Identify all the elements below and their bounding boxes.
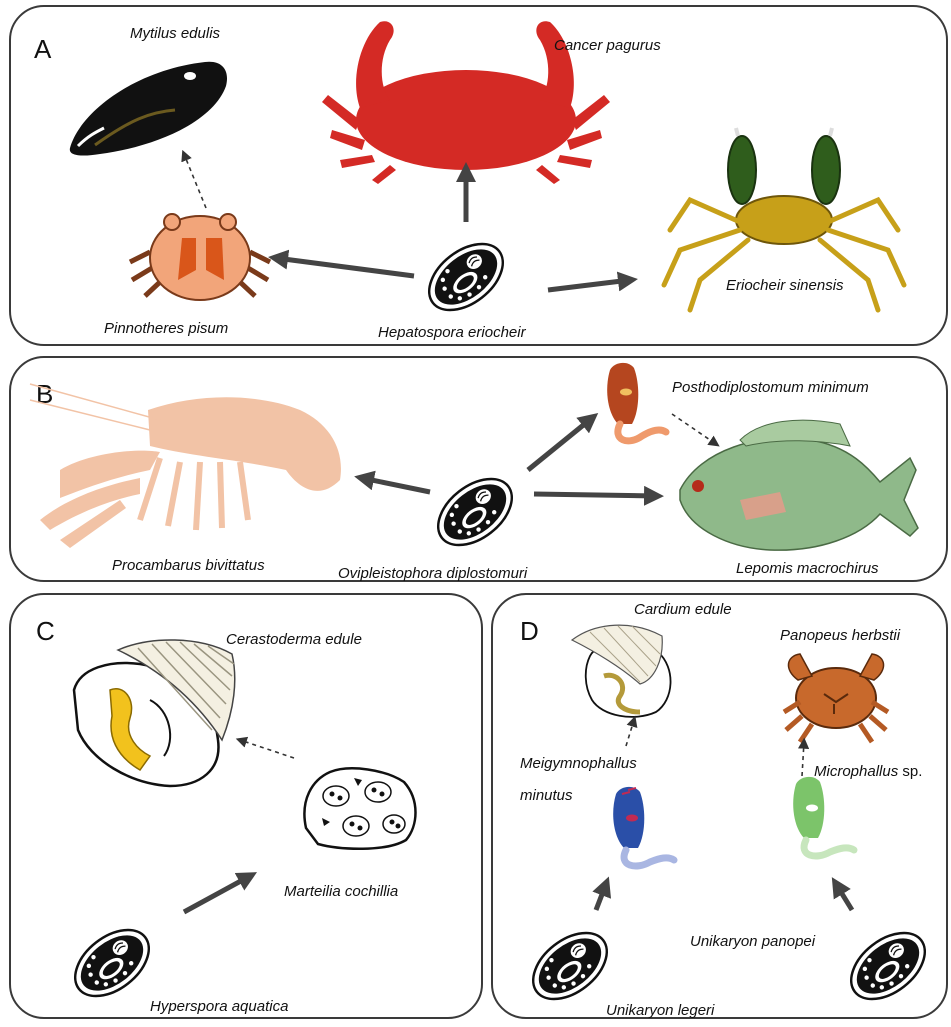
label-unikaryon-legeri: Unikaryon legeri — [606, 1002, 715, 1019]
label-eriocheir-sinensis: Eriocheir sinensis — [726, 277, 844, 294]
label-pinnotheres-pisum: Pinnotheres pisum — [104, 320, 228, 337]
label-cerastoderma-edule: Cerastoderma edule — [226, 631, 362, 648]
label-marteilia-cochillia: Marteilia cochillia — [284, 883, 398, 900]
panel-c-letter: C — [36, 616, 55, 646]
panel-d-letter: D — [520, 616, 539, 646]
marteilia-cochillia-illustration — [304, 768, 415, 848]
label-minutus: minutus — [520, 787, 573, 804]
label-ovipleistophora-diplostomuri: Ovipleistophora diplostomuri — [338, 565, 528, 582]
label-lepomis-macrochirus: Lepomis macrochirus — [736, 560, 879, 577]
panel-d: D Cardium edule Panopeus herbstii Meigym… — [492, 594, 947, 1019]
label-cancer-pagurus: Cancer pagurus — [554, 37, 661, 54]
panel-a-letter: A — [34, 34, 52, 64]
arrow-to-lepomis-macrochirus — [534, 494, 656, 496]
label-procambarus-bivittatus: Procambarus bivittatus — [112, 557, 265, 574]
label-posthodiplostomum-minimum: Posthodiplostomum minimum — [672, 379, 869, 396]
panel-b: B Procambarus bivittatus Posthodiplostom… — [10, 357, 947, 582]
panel-c: C Cerastoderma edule Marteilia cochillia — [10, 594, 482, 1018]
label-mytilus-edulis: Mytilus edulis — [130, 25, 221, 42]
label-unikaryon-panopei: Unikaryon panopei — [690, 933, 816, 950]
label-panopeus-herbstii: Panopeus herbstii — [780, 627, 901, 644]
label-hepatospora-eriocheir: Hepatospora eriocheir — [378, 324, 527, 341]
label-meigymnophallus: Meigymnophallus — [520, 755, 637, 772]
label-cardium-edule: Cardium edule — [634, 601, 732, 618]
label-hyperspora-aquatica: Hyperspora aquatica — [150, 998, 288, 1015]
label-microphallus: Microphallus sp. — [814, 763, 922, 780]
panel-a: A Mytilus edulis Cancer pagurus — [10, 6, 947, 345]
